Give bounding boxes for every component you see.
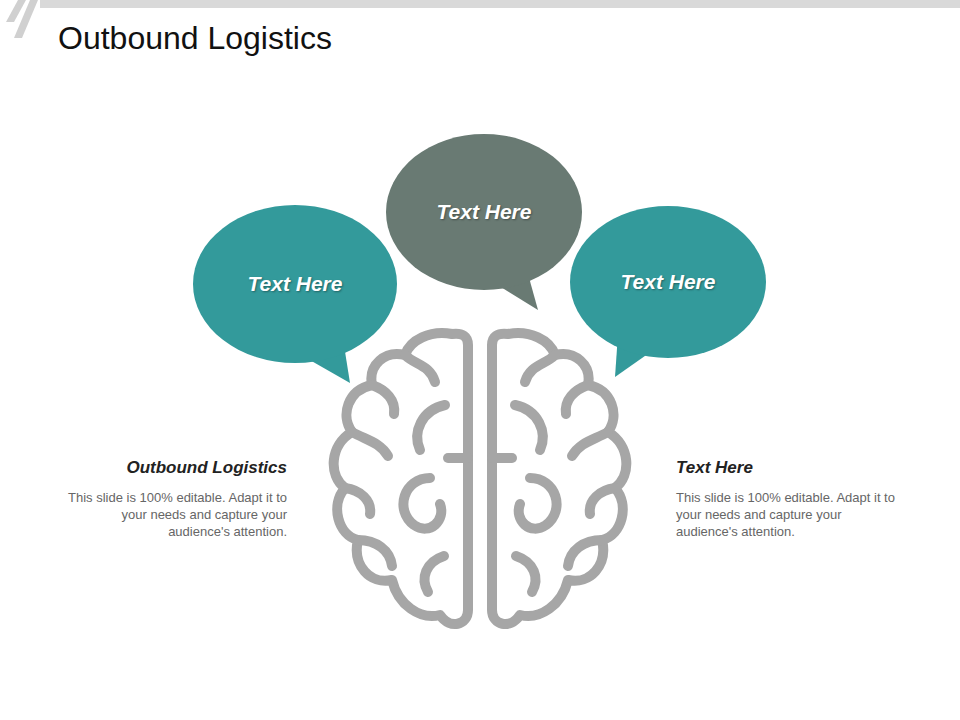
text-heading: Text Here [676, 458, 906, 478]
text-body: This slide is 100% editable. Adapt it to… [57, 489, 287, 540]
text-body: This slide is 100% editable. Adapt it to… [676, 489, 906, 540]
brain-right-hemisphere [492, 333, 626, 624]
bubble-body [386, 134, 582, 290]
bubble-text: Text Here [423, 200, 546, 224]
bubble-text: Text Here [607, 270, 730, 294]
speech-bubble: Text Here [386, 134, 582, 290]
brain-illustration [334, 333, 627, 624]
text-heading: Outbound Logistics [57, 458, 287, 478]
brain-left-hemisphere [334, 333, 468, 624]
bubble-body [193, 205, 397, 363]
slide-title: Outbound Logistics [58, 20, 332, 57]
bubble-text: Text Here [234, 272, 357, 296]
speech-bubble: Text Here [570, 206, 766, 358]
top-bar [40, 0, 960, 8]
bubble-body [570, 206, 766, 358]
speech-bubble: Text Here [193, 205, 397, 363]
corner-stripe [14, 0, 38, 38]
